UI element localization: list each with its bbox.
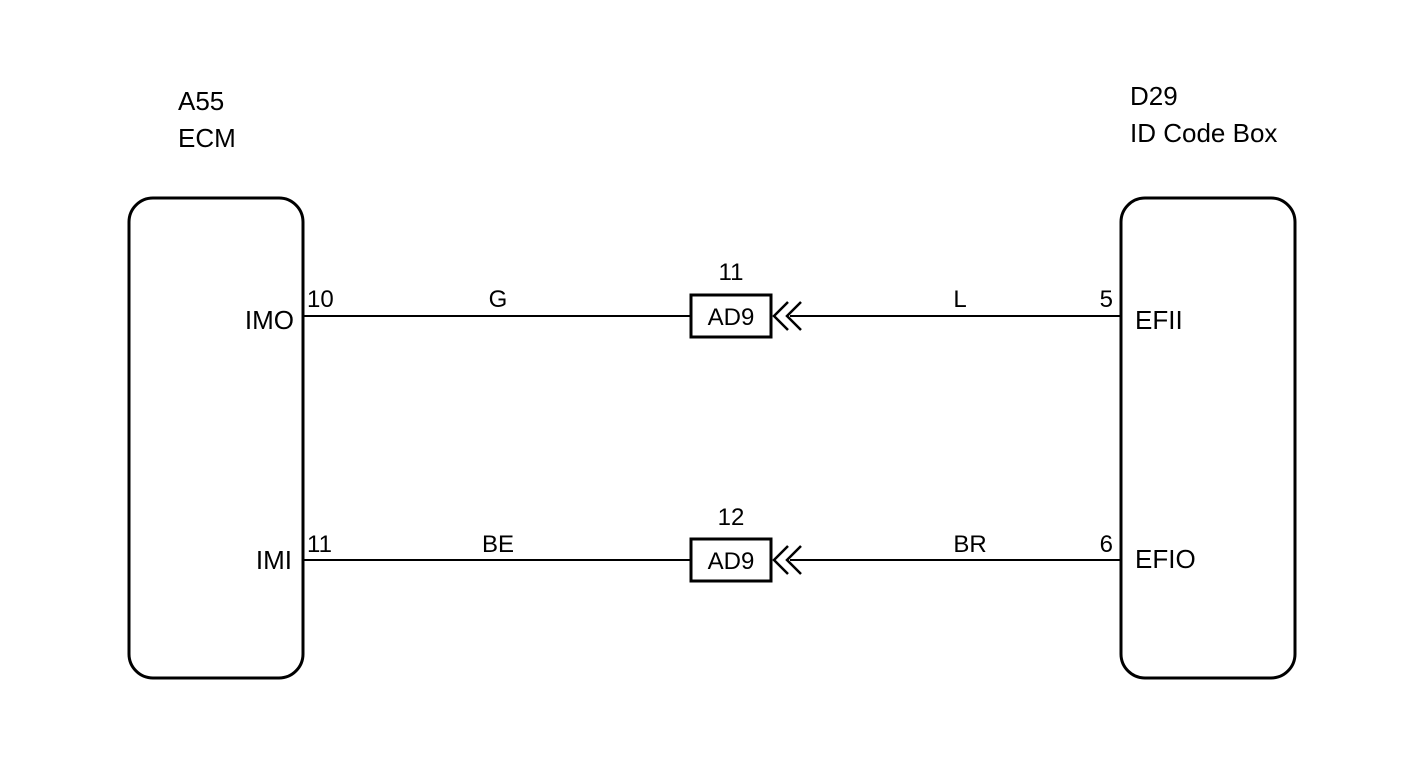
right-wire-color: L: [953, 286, 966, 313]
connector-name: AD9: [708, 548, 755, 575]
ecm-box: [127, 196, 305, 680]
ecm-name-label: ECM: [178, 123, 236, 153]
right-pin: 5: [1100, 286, 1113, 313]
circuit-1: AD9 11 10 G L 5 IMO EFII: [245, 259, 1183, 339]
left-terminal: IMO: [245, 305, 294, 335]
id-code-box-box: [1119, 196, 1297, 680]
right-wire-color: BR: [953, 531, 986, 558]
connector-pin: 11: [719, 259, 744, 286]
id-code-box-code-label: D29: [1130, 81, 1178, 111]
circuit-2: AD9 12 11 BE BR 6 IMI EFIO: [256, 504, 1196, 583]
left-pin: 11: [307, 531, 332, 558]
connector-arrow-icon: [772, 301, 802, 331]
left-wire-color: G: [489, 286, 508, 313]
connector-pin: 12: [718, 504, 745, 531]
ecm-code-label: A55: [178, 86, 224, 116]
connector-box: [689, 537, 773, 583]
left-terminal: IMI: [256, 545, 292, 575]
right-terminal: EFIO: [1135, 544, 1196, 574]
connector-box: [689, 293, 773, 339]
right-pin: 6: [1100, 531, 1113, 558]
left-pin: 10: [307, 286, 334, 313]
connector-arrow-icon: [772, 545, 802, 575]
id-code-box-name-label: ID Code Box: [1130, 118, 1277, 148]
connector-name: AD9: [708, 304, 755, 331]
right-terminal: EFII: [1135, 305, 1183, 335]
left-wire-color: BE: [482, 531, 514, 558]
